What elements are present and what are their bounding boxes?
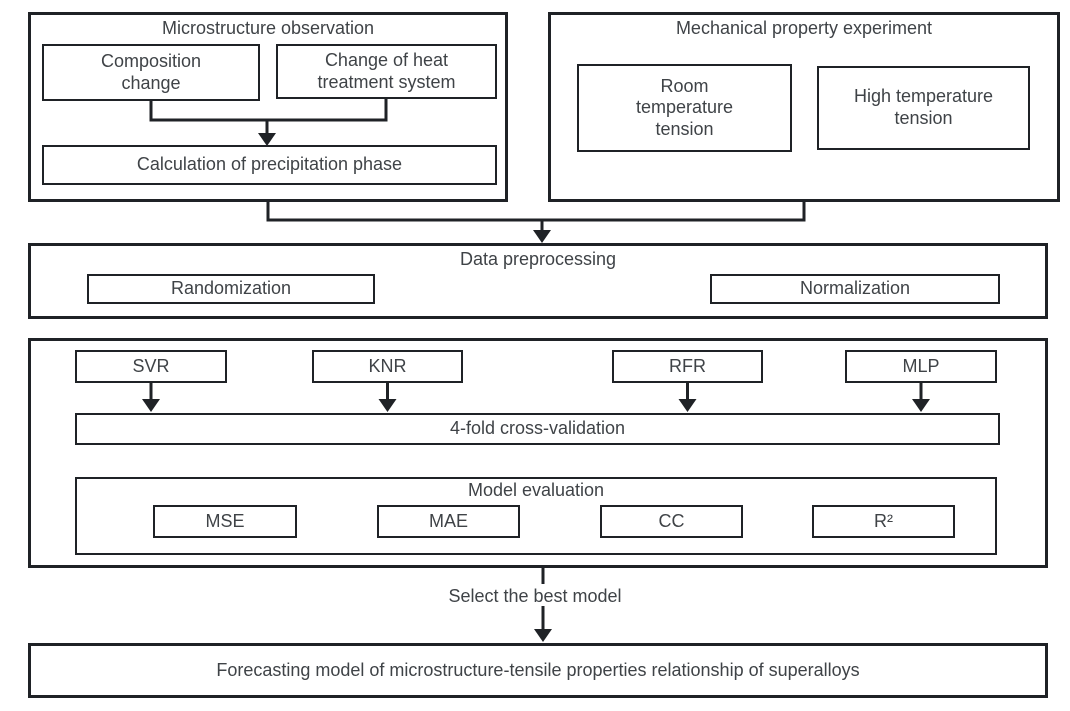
microstructure-section: Microstructure observation Composition c… [28,12,508,202]
microstructure-section-title: Microstructure observation [161,18,375,38]
svr-box: SVR [75,350,227,383]
model-evaluation-section: Model evaluation MSE MAE CC R² [75,477,997,555]
cc-box: CC [600,505,743,538]
models-section: SVR KNR RFR MLP 4-fold cross-validation … [28,338,1048,568]
randomization-box: Randomization [87,274,375,304]
preprocessing-arrowhead-icon [533,230,551,243]
heat-treatment-box: Change of heat treatment system [276,44,497,99]
select-best-model-label: Select the best model [448,586,622,606]
mlp-box: MLP [845,350,997,383]
high-temperature-tension-box: High temperature tension [817,66,1030,150]
sections-merge-line [266,202,806,222]
preprocessing-section: Data preprocessing Randomization Normali… [28,243,1048,319]
mse-box: MSE [153,505,297,538]
room-temperature-tension-box: Room temperature tension [577,64,792,152]
normalization-box: Normalization [710,274,1000,304]
mechanical-section: Mechanical property experiment Room temp… [548,12,1060,202]
forecasting-arrowhead-icon [534,629,552,642]
mechanical-section-title: Mechanical property experiment [675,18,933,38]
preprocessing-section-title: Data preprocessing [459,249,617,269]
cross-validation-box: 4-fold cross-validation [75,413,1000,445]
rfr-box: RFR [612,350,763,383]
composition-change-box: Composition change [42,44,260,101]
r2-box: R² [812,505,955,538]
mae-box: MAE [377,505,520,538]
precipitation-phase-box: Calculation of precipitation phase [42,145,497,185]
forecasting-model-box: Forecasting model of microstructure-tens… [28,643,1048,698]
knr-box: KNR [312,350,463,383]
model-evaluation-title: Model evaluation [467,480,605,500]
